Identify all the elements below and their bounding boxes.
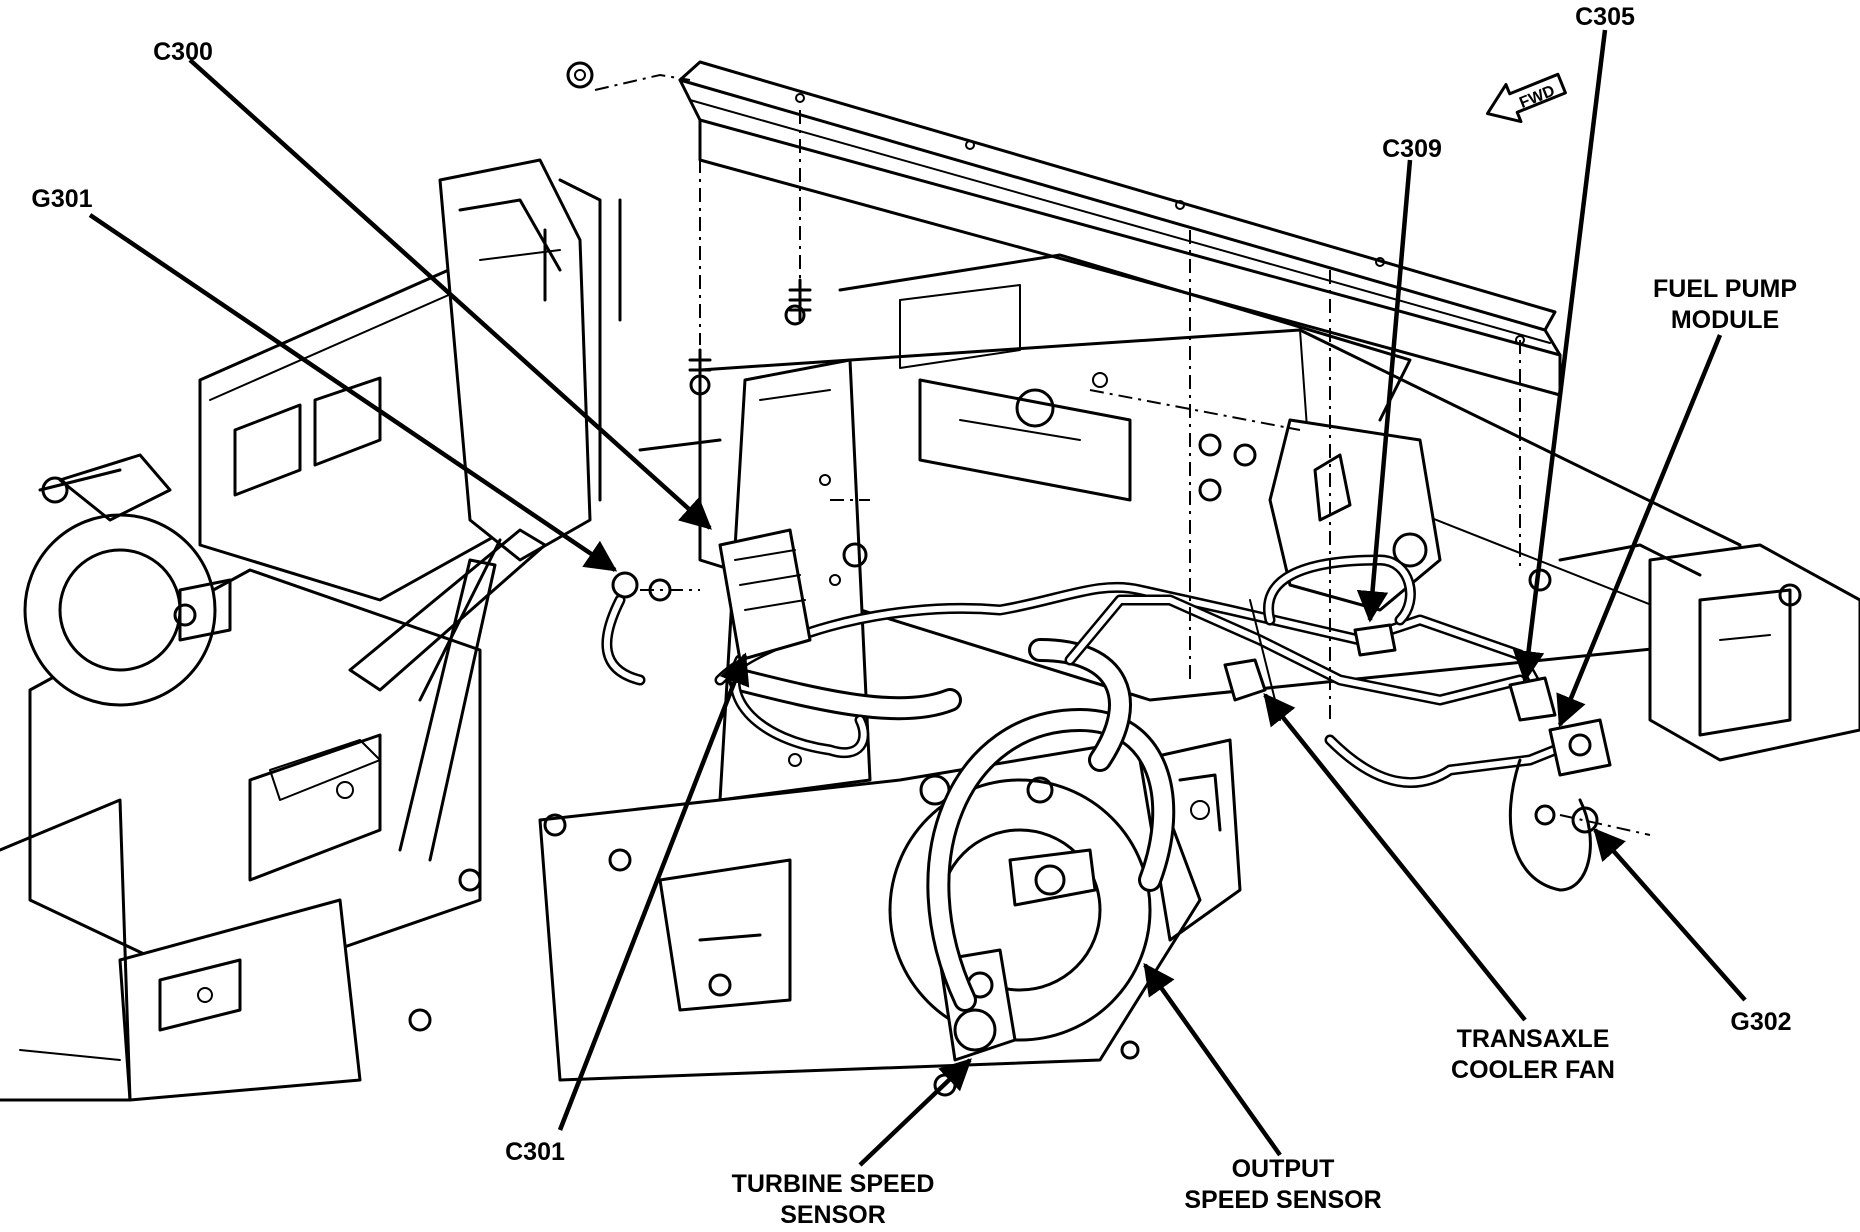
- fuel-pump-module-label-line2: MODULE: [1671, 306, 1779, 334]
- strut-rods: [348, 198, 722, 862]
- right-bracket: [1558, 543, 1860, 762]
- c305-leader: [1512, 29, 1608, 683]
- pulley: [23, 453, 232, 707]
- c300-connector: [718, 528, 812, 662]
- c305-connector: [1508, 676, 1557, 722]
- transaxle-cooler-fan-leader: [1263, 692, 1527, 1022]
- c300-leader: [188, 58, 712, 530]
- leader-lines: [88, 29, 1747, 1167]
- g301-leader: [88, 213, 618, 572]
- transaxle-cooler-fan-label-line1: TRANSAXLE: [1457, 1025, 1610, 1053]
- alignment-lines: [594, 73, 1651, 836]
- g302-ring-terminal: [1571, 806, 1599, 834]
- output-speed-sensor-label-line1: OUTPUT: [1232, 1155, 1335, 1183]
- transaxle-cooler-fan-connector: [1223, 658, 1267, 702]
- side-mount-bracket: [1268, 418, 1442, 612]
- c305-label: C305: [1575, 3, 1635, 31]
- coolant-hoses: [728, 638, 1176, 1012]
- transaxle-cooler-fan-label-line2: COOLER FAN: [1451, 1056, 1615, 1084]
- c309-label: C309: [1382, 135, 1442, 163]
- radiator-tower: [438, 158, 602, 562]
- output-speed-sensor-label-line2: SPEED SENSOR: [1184, 1186, 1381, 1214]
- turbine-speed-sensor-leader: [858, 1058, 972, 1167]
- fuel-pump-module-leader: [1556, 334, 1723, 728]
- c309-connector: [1353, 623, 1397, 657]
- g301-label: G301: [31, 185, 92, 213]
- c301-leader: [557, 652, 750, 1131]
- g302-label: G302: [1730, 1008, 1791, 1036]
- output-speed-sensor-leader: [1143, 962, 1282, 1157]
- fuel-pump-connector: [1548, 718, 1612, 777]
- turbine-speed-sensor-label-line2: SENSOR: [780, 1201, 886, 1229]
- fasteners: [173, 61, 1802, 1032]
- c301-label: C301: [505, 1138, 565, 1166]
- fwd-arrow-icon: FWD: [1485, 72, 1567, 124]
- callout-labels: C300 G301 C305 C309 FUEL PUMP MODULE C30…: [31, 3, 1797, 1229]
- c300-label: C300: [153, 38, 213, 66]
- g302-leader: [1593, 828, 1747, 1002]
- fuel-pump-module-label-line1: FUEL PUMP: [1653, 275, 1797, 303]
- g301-ring-terminal: [611, 571, 639, 599]
- turbine-speed-sensor-label-line1: TURBINE SPEED: [732, 1170, 935, 1198]
- c309-leader: [1356, 159, 1413, 623]
